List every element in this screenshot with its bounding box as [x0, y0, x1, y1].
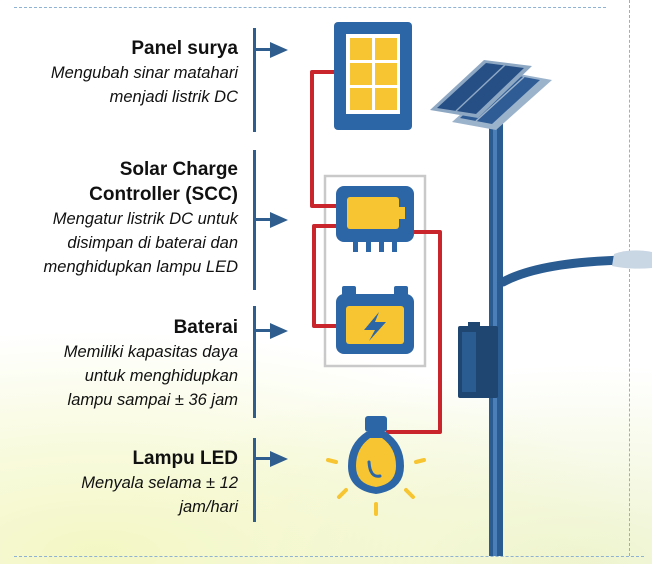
component-frame	[323, 174, 427, 368]
panel-surya-connector	[256, 48, 270, 51]
lampu-led-block: Lampu LED Menyala selama ± 12 jam/hari	[0, 446, 238, 519]
wire-scc-to-led	[386, 230, 442, 434]
baterai-desc-line-3: lampu sampai ± 36 jam	[67, 391, 238, 409]
led-bulb-icon	[326, 416, 426, 516]
bottom-border	[14, 556, 644, 557]
wire-scc-to-battery	[312, 224, 338, 328]
baterai-desc-line-2: untuk menghidupkan	[84, 367, 238, 385]
lampu-led-connector	[256, 457, 270, 460]
lampu-led-desc-line-2: jam/hari	[179, 498, 238, 516]
panel-surya-bracket	[253, 28, 256, 132]
wiring	[310, 70, 442, 434]
wire-panel-to-scc	[310, 70, 336, 208]
arrow-right-icon	[270, 451, 288, 467]
lampu-led-bracket	[253, 438, 256, 522]
baterai-block: Baterai Memiliki kapasitas daya untuk me…	[0, 315, 238, 412]
solar-street-light	[430, 60, 652, 556]
baterai-bracket	[253, 306, 256, 418]
lampu-led-title: Lampu LED	[132, 448, 238, 469]
battery-icon	[336, 286, 414, 354]
scc-block: Solar Charge Controller (SCC) Mengatur l…	[0, 157, 238, 279]
panel-surya-desc-line-2: menjadi listrik DC	[109, 88, 238, 106]
lampu-led-desc-line-1: Menyala selama ± 12	[81, 474, 238, 492]
scc-desc-line-2: disimpan di baterai dan	[67, 234, 238, 252]
panel-surya-title: Panel surya	[131, 38, 238, 59]
scc-connector	[256, 218, 270, 221]
scc-desc-line-3: menghidupkan lampu LED	[43, 258, 238, 276]
baterai-connector	[256, 329, 270, 332]
arrow-right-icon	[270, 323, 288, 339]
charge-controller-icon	[336, 186, 414, 252]
top-border	[14, 7, 606, 8]
scc-title-line-1: Solar Charge	[119, 159, 238, 180]
arrow-right-icon	[270, 212, 288, 228]
baterai-title: Baterai	[173, 317, 238, 338]
panel-surya-desc-line-1: Mengubah sinar matahari	[50, 64, 238, 82]
scc-bracket	[253, 150, 256, 290]
right-border	[629, 0, 630, 556]
baterai-desc-line-1: Memiliki kapasitas daya	[63, 343, 238, 361]
arrow-right-icon	[270, 42, 288, 58]
scc-title-line-2: Controller (SCC)	[89, 184, 238, 205]
panel-surya-block: Panel surya Mengubah sinar matahari menj…	[0, 36, 238, 109]
background-glow	[0, 330, 652, 564]
solar-panel-icon	[334, 22, 412, 130]
scc-desc-line-1: Mengatur listrik DC untuk	[52, 210, 238, 228]
